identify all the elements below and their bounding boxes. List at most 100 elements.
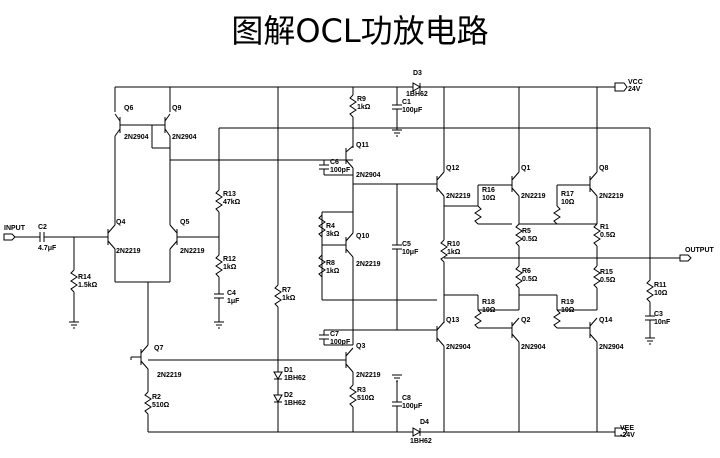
driver-q12-q13 xyxy=(436,87,478,432)
ref-c3: C3 xyxy=(654,311,663,318)
pn-q2: 2N2904 xyxy=(521,344,546,351)
val-r6: 0.5Ω xyxy=(522,276,538,283)
ref-q1: Q1 xyxy=(521,165,530,172)
pn-q8: 2N2219 xyxy=(599,193,624,200)
val-r12: 1kΩ xyxy=(223,264,237,271)
val-r16: 10Ω xyxy=(482,195,496,202)
vas-stage xyxy=(318,87,437,432)
ref-r12: R12 xyxy=(223,256,236,263)
ref-r16: R16 xyxy=(482,187,495,194)
ref-q9: Q9 xyxy=(172,105,181,112)
val-r18: 10Ω xyxy=(482,307,496,314)
val-r19: 10Ω xyxy=(561,307,575,314)
zobel-network xyxy=(645,128,692,345)
output-port xyxy=(679,254,692,262)
vee-port xyxy=(614,427,628,437)
ref-q11: Q11 xyxy=(356,142,369,149)
ref-r3: R3 xyxy=(357,387,366,394)
pn-q1: 2N2219 xyxy=(521,193,546,200)
ref-r5: R5 xyxy=(522,228,531,235)
ref-c4: C4 xyxy=(227,290,236,297)
mirror-q6-q9 xyxy=(114,87,353,225)
ref-r9: R9 xyxy=(357,96,366,103)
pn-q10: 2N2219 xyxy=(356,261,381,268)
val-c1: 100μF xyxy=(402,107,423,114)
ref-q3: Q3 xyxy=(356,343,365,350)
val-c5: 10μF xyxy=(402,249,419,256)
val-c7: 100pF xyxy=(330,339,351,346)
label-vee: VEE xyxy=(620,425,634,432)
ref-r8: R8 xyxy=(326,260,335,267)
pn-q9: 2N2904 xyxy=(172,134,197,141)
ref-c8: C8 xyxy=(402,395,411,402)
val-r7: 1kΩ xyxy=(282,295,296,302)
val-r11: 10Ω xyxy=(654,290,668,297)
val-d4: 1BH62 xyxy=(410,438,432,445)
ref-r1: R1 xyxy=(600,224,609,231)
val-r2: 510Ω xyxy=(152,402,170,409)
val-r5: 0.5Ω xyxy=(522,236,538,243)
ref-r10: R10 xyxy=(447,241,460,248)
val-r4: 3kΩ xyxy=(326,231,340,238)
vee-rail xyxy=(148,427,628,437)
label-vcc: VCC xyxy=(628,79,643,86)
diode-d3 xyxy=(412,82,426,92)
ref-q14: Q14 xyxy=(599,317,612,324)
pn-q5: 2N2219 xyxy=(180,248,205,255)
pn-q11: 2N2904 xyxy=(356,172,381,179)
val-r10: 1kΩ xyxy=(447,249,461,256)
ref-q6: Q6 xyxy=(124,105,133,112)
ref-c6: C6 xyxy=(330,159,339,166)
val-r1: 0.5Ω xyxy=(600,232,616,239)
ref-r6: R6 xyxy=(522,268,531,275)
ref-q13: Q13 xyxy=(446,317,459,324)
vcc-rail xyxy=(115,82,628,92)
ref-c5: C5 xyxy=(402,241,411,248)
diode-d4 xyxy=(412,427,428,437)
ref-d3: D3 xyxy=(413,70,422,77)
pn-q14: 2N2904 xyxy=(599,344,624,351)
ref-r14: R14 xyxy=(78,274,91,281)
val-c3: 10nF xyxy=(654,319,671,326)
ref-r2: R2 xyxy=(152,394,161,401)
diagram-title: 图解OCL功放电路 xyxy=(231,12,489,50)
val-c4: 1μF xyxy=(227,298,240,305)
ref-c7: C7 xyxy=(330,331,339,338)
ref-r15: R15 xyxy=(600,269,613,276)
ref-q10: Q10 xyxy=(356,233,369,240)
ref-r13: R13 xyxy=(223,191,236,198)
ref-q8: Q8 xyxy=(599,165,608,172)
pn-q4: 2N2219 xyxy=(116,248,141,255)
labels: INPUT OUTPUT VCC 24V VEE -24V Q6 Q9 Q4 Q… xyxy=(4,70,715,445)
ref-d4: D4 xyxy=(420,419,429,426)
ref-d1: D1 xyxy=(284,367,293,374)
ref-q2: Q2 xyxy=(521,317,530,324)
ref-q7: Q7 xyxy=(154,345,163,352)
output-pair-q1-q2 xyxy=(444,87,680,432)
ref-c1: C1 xyxy=(402,99,411,106)
feedback-network xyxy=(214,127,650,329)
ref-r4: R4 xyxy=(326,223,335,230)
vcc-port xyxy=(614,82,628,92)
val-c2: 4.7μF xyxy=(38,245,57,252)
pn-q6: 2N2904 xyxy=(124,134,149,141)
val-d2: 1BH62 xyxy=(284,400,306,407)
pn-q12: 2N2219 xyxy=(446,193,471,200)
label-vcc-voltage: 24V xyxy=(628,86,641,93)
ref-c2: C2 xyxy=(38,224,47,231)
val-r3: 510Ω xyxy=(357,395,375,402)
ref-r17: R17 xyxy=(561,191,574,198)
label-input: INPUT xyxy=(4,225,26,232)
input-port xyxy=(3,232,108,329)
label-output: OUTPUT xyxy=(685,247,715,254)
pn-q13: 2N2904 xyxy=(446,344,471,351)
val-r9: 1kΩ xyxy=(357,104,371,111)
val-c6: 100pF xyxy=(330,167,351,174)
ref-r19: R19 xyxy=(561,299,574,306)
ref-r11: R11 xyxy=(654,282,667,289)
pn-q3: 2N2219 xyxy=(356,372,381,379)
ref-q4: Q4 xyxy=(116,219,125,226)
ref-q12: Q12 xyxy=(446,165,459,172)
